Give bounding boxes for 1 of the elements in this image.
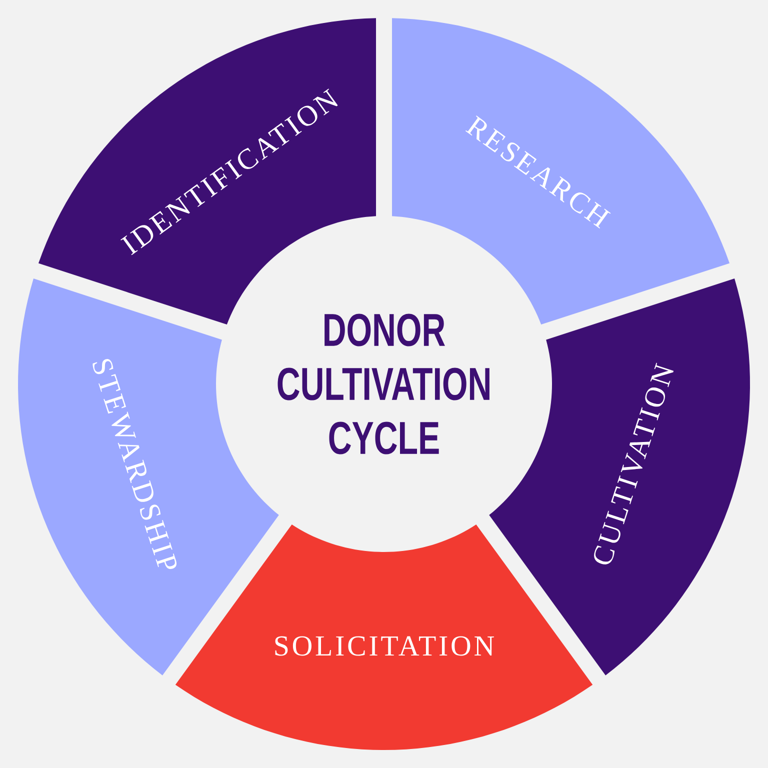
cycle-segment: SOLICITATION bbox=[175, 524, 593, 750]
